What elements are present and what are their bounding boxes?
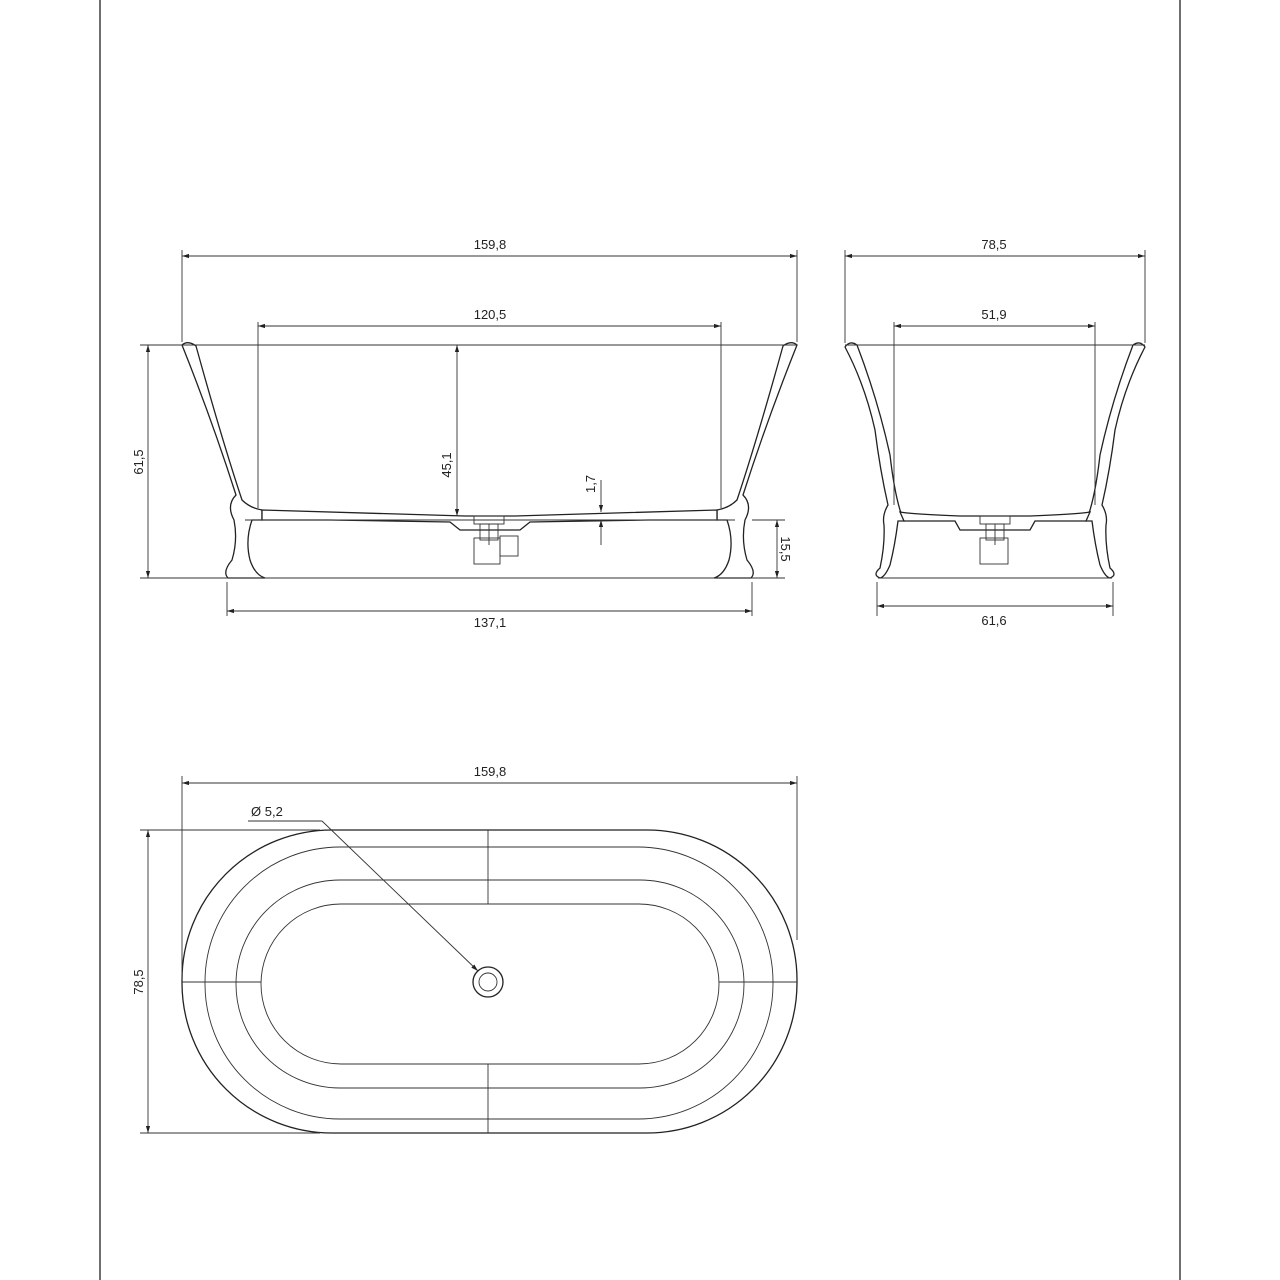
drain-inner-icon: [478, 972, 498, 992]
front-right-wall: [713, 342, 798, 579]
front-drain-fitting: [473, 515, 519, 565]
front-base-length-label: 137,1: [474, 615, 507, 630]
plan-overall-width-label: 78,5: [131, 969, 146, 994]
front-inner-depth-label: 45,1: [439, 452, 454, 477]
side-base-width-label: 61,6: [981, 613, 1006, 628]
side-overall-width-label: 78,5: [981, 237, 1006, 252]
side-floor: [898, 511, 1092, 531]
side-drain-fitting: [979, 515, 1011, 565]
plan-drain-diameter-label: Ø 5,2: [251, 804, 283, 819]
side-left-wall: [844, 342, 905, 579]
front-overall-height-label: 61,5: [131, 449, 146, 474]
plan-bowl: [235, 879, 745, 1089]
front-inner-length-label: 120,5: [474, 307, 507, 322]
front-overall-length-label: 159,8: [474, 237, 507, 252]
front-wall-thickness-label: 1,7: [583, 475, 598, 493]
drain-outer-icon: [472, 966, 504, 998]
plan-outer-rim: [181, 829, 798, 1134]
front-base-height-label: 15,5: [778, 536, 793, 561]
plan-view: 159,8 78,5 Ø 5,2: [131, 764, 798, 1134]
front-left-wall: [181, 342, 266, 579]
plan-overall-length-label: 159,8: [474, 764, 507, 779]
side-view: 78,5 51,9 61,6: [844, 237, 1146, 628]
plan-inner-rim: [204, 846, 774, 1120]
front-view: 159,8 120,5 61,5 45,1 1,7 15,5 137,1: [131, 237, 798, 630]
side-inner-width-label: 51,9: [981, 307, 1006, 322]
plan-bowl-floor: [260, 903, 720, 1065]
